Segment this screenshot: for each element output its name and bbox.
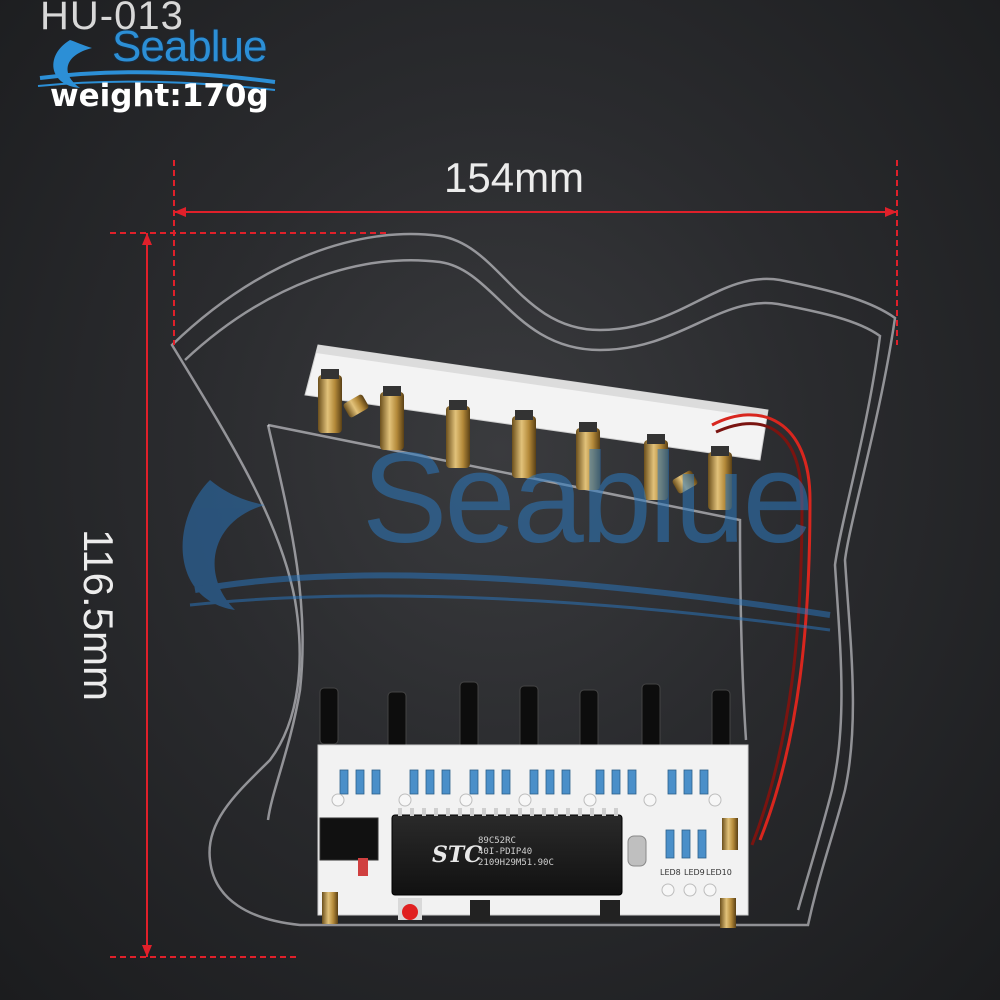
led-label: LED10 xyxy=(706,868,732,877)
dimension-lines xyxy=(110,160,898,958)
laser-strip-pcb xyxy=(304,344,769,461)
chip-line-3: 2109H29M51.90C xyxy=(478,858,554,868)
main-pcb xyxy=(317,744,749,928)
chip-line-1: 89C52RC xyxy=(478,836,516,846)
acrylic-frame xyxy=(170,232,897,927)
chip-line-2: 40I-PDIP40 xyxy=(478,847,533,857)
height-dimension-label: 116.5mm xyxy=(75,529,122,701)
width-dimension-label: 154mm xyxy=(444,154,585,201)
watermark-text: Seablue xyxy=(362,427,814,570)
brand-logo-mark xyxy=(37,40,276,91)
model-code: HU-013 xyxy=(40,0,184,38)
led-label: LED8 xyxy=(660,868,681,877)
led-label: LED9 xyxy=(684,868,705,877)
sensor-tubes xyxy=(319,681,731,755)
weight-label: weight:170g xyxy=(50,78,269,114)
brand-name: Seablue xyxy=(112,22,267,71)
wires xyxy=(711,413,812,846)
watermark-logo xyxy=(182,480,831,632)
laser-modules xyxy=(318,369,732,510)
chip-model-label: 89C52RC 40I-PDIP40 2109H29M51.90C xyxy=(478,836,558,869)
chip-brand-label: STC xyxy=(432,842,482,868)
